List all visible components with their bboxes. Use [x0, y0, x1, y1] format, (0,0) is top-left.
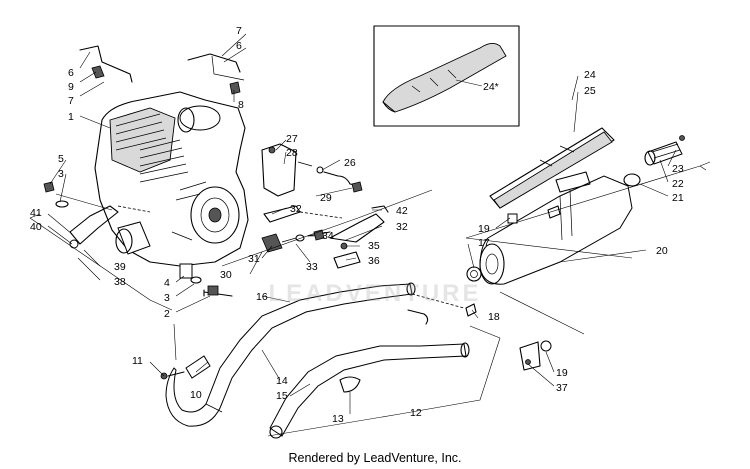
exhaust-gaskets	[465, 213, 552, 371]
front-exhaust-pipe	[160, 282, 429, 427]
callout-22: 22	[672, 178, 684, 190]
callout-2: 2	[164, 308, 170, 320]
callout-6: 6	[236, 40, 242, 52]
callout-7: 7	[236, 25, 242, 37]
leader-lines	[47, 33, 677, 414]
callout-40: 40	[30, 221, 42, 233]
spark-arrestor	[623, 135, 685, 187]
callout-17: 17	[478, 237, 490, 249]
callout-31: 31	[248, 253, 260, 265]
callout-labels: 7 6 6 9 7 1 8 24 25 24* 27 28 26 29 5 3 …	[30, 25, 684, 425]
watermark-text: LEADVENTURE	[268, 280, 482, 307]
callout-3: 3	[58, 168, 64, 180]
callout-24: 24	[584, 69, 596, 81]
callout-8: 8	[238, 99, 244, 111]
callout-3: 3	[164, 292, 170, 304]
callout-35: 35	[368, 240, 380, 252]
callout-30: 30	[220, 269, 232, 281]
callout-41: 41	[30, 207, 42, 219]
callout-38: 38	[114, 276, 126, 288]
callout-6: 6	[68, 67, 74, 79]
callout-32: 32	[290, 203, 302, 215]
callout-19: 19	[556, 367, 568, 379]
callout-25: 25	[584, 85, 596, 97]
callout-4: 4	[164, 277, 170, 289]
engine-mount-brackets	[79, 45, 245, 95]
muffler-assembly	[479, 127, 633, 285]
callout-42: 42	[396, 205, 408, 217]
credit-line: Rendered by LeadVenture, Inc.	[288, 451, 462, 465]
callout-39: 39	[114, 261, 126, 273]
callout-32: 32	[396, 221, 408, 233]
callout-27: 27	[286, 133, 298, 145]
callout-14: 14	[276, 375, 288, 387]
callout-13: 13	[332, 413, 344, 425]
callout-34: 34	[322, 230, 334, 242]
reference-lines	[29, 161, 711, 437]
callout-18: 18	[488, 311, 500, 323]
callout-12: 12	[410, 407, 422, 419]
callout-33: 33	[306, 261, 318, 273]
callout-11: 11	[132, 355, 143, 367]
callout-15: 15	[276, 390, 288, 402]
callout-20: 20	[656, 245, 668, 257]
callout-36: 36	[368, 255, 380, 267]
callout-29: 29	[320, 192, 332, 204]
rear-exhaust-pipe	[269, 342, 470, 439]
callout-21: 21	[672, 192, 684, 204]
callout-1: 1	[68, 111, 74, 123]
callout-26: 26	[344, 157, 356, 169]
sensor-bracket-hardware	[261, 143, 363, 197]
callout-9: 9	[68, 81, 74, 93]
engine-assembly	[94, 91, 249, 267]
callout-37: 37	[556, 382, 568, 394]
callout-24-star: 24*	[483, 81, 499, 93]
callout-7: 7	[68, 95, 74, 107]
callout-28: 28	[286, 147, 298, 159]
callout-16: 16	[256, 291, 268, 303]
callout-10: 10	[190, 389, 202, 401]
callout-23: 23	[672, 163, 684, 175]
lower-bolt-hardware	[179, 263, 233, 297]
heat-shield-inset	[373, 25, 520, 127]
callout-19: 19	[478, 223, 490, 235]
callout-5: 5	[58, 153, 64, 165]
left-bracket-hardware	[43, 181, 119, 249]
